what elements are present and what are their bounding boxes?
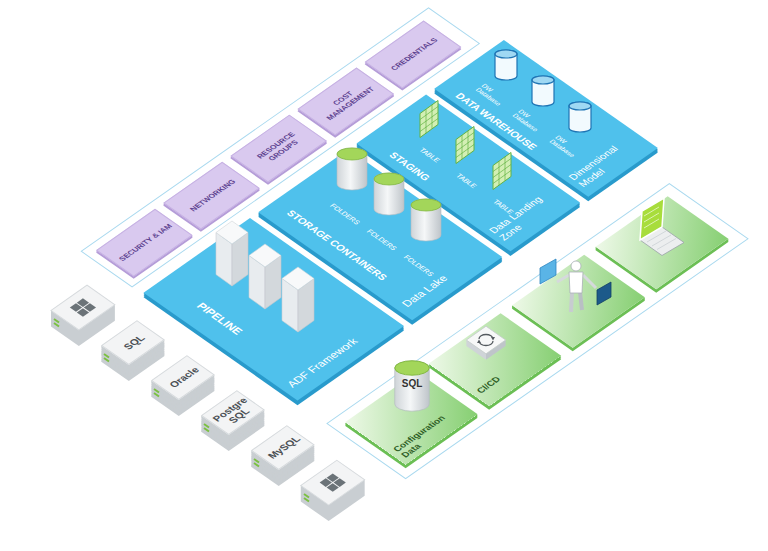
item-label: TABLE (454, 173, 478, 190)
tile-label-holder: Configuration Data (391, 404, 470, 459)
panel-title: Data Lake (399, 247, 488, 309)
panel-title: Dimensional Model (566, 131, 649, 189)
server-top (301, 460, 365, 505)
item-label: DW Database (547, 134, 587, 162)
windows-logo (70, 298, 96, 316)
service-tile: CREDENTIALS (365, 21, 462, 89)
user-figure (540, 259, 611, 312)
panel-heading: PIPELINE (194, 301, 245, 337)
cylinder-label-holder: SQL (395, 378, 429, 390)
item-label: FOLDERS (365, 228, 399, 252)
server-side (289, 460, 376, 521)
tile-label: Configuration Data (391, 404, 470, 459)
laptop-icon (640, 198, 684, 256)
server-box: Postgre SQL (201, 390, 265, 435)
cicd-chip (466, 326, 505, 360)
tool-tile (596, 196, 729, 289)
service-tile: RESOURCE GROUPS (230, 115, 327, 183)
server-box: Oracle (151, 355, 215, 400)
tile-label-holder: COST MANAGEMENT (302, 69, 394, 133)
item-label: TABLE (417, 147, 441, 164)
server-name-holder: MySQL (255, 427, 314, 468)
tile-label-holder: NETWORKING (167, 163, 259, 227)
service-tile: SECURITY & IAM (96, 209, 193, 277)
server-name-holder: Oracle (155, 357, 214, 398)
service-tile: COST MANAGEMENT (298, 68, 395, 136)
tile-label: RESOURCE GROUPS (246, 125, 314, 173)
pipeline-servers (216, 221, 314, 332)
tile-label-holder: CREDENTIALS (369, 22, 461, 86)
service-tile: NETWORKING (163, 162, 260, 230)
item-label: TABLE (491, 198, 515, 215)
database-cylinders (495, 50, 591, 132)
server-name-holder: Postgre SQL (205, 392, 264, 433)
server-top (51, 285, 115, 330)
windows-logo (320, 473, 346, 491)
cylinder-label: SQL (395, 378, 429, 390)
panel-title-holder: Data Landing Zone (487, 185, 568, 242)
panel-title-holder: Dimensional Model (566, 131, 649, 189)
server-name: Postgre SQL (209, 395, 259, 430)
server-name: MySQL (264, 433, 305, 461)
server-name: SQL (114, 328, 155, 356)
server-box: SQL (101, 320, 165, 365)
tile-label: NETWORKING (183, 174, 244, 217)
panel-title-holder: Data Lake (399, 247, 488, 309)
tile-label: COST MANAGEMENT (313, 78, 381, 126)
tile-label: CREDENTIALS (384, 33, 445, 76)
server-lights (54, 319, 309, 502)
config-cylinder (395, 361, 430, 411)
panel-heading-holder: DATA WAREHOUSE (458, 0, 768, 99)
server-name: Oracle (164, 363, 205, 391)
tile-label-holder: RESOURCE GROUPS (234, 116, 326, 180)
tile-label-holder: SECURITY & IAM (100, 211, 192, 275)
iso-plane: SECURITY & IAMNETWORKINGRESOURCE GROUPSC… (60, 274, 76, 285)
server-name-holder: SQL (105, 322, 164, 363)
server-box: MySQL (251, 425, 315, 470)
item-label: FOLDERS (401, 254, 435, 278)
storage-cylinders (337, 148, 441, 241)
table-icons (420, 100, 511, 189)
item-label: FOLDERS (328, 203, 362, 227)
tile-label: SECURITY & IAM (115, 221, 176, 264)
tile-side (593, 196, 731, 292)
panel-title: Data Landing Zone (487, 185, 568, 242)
